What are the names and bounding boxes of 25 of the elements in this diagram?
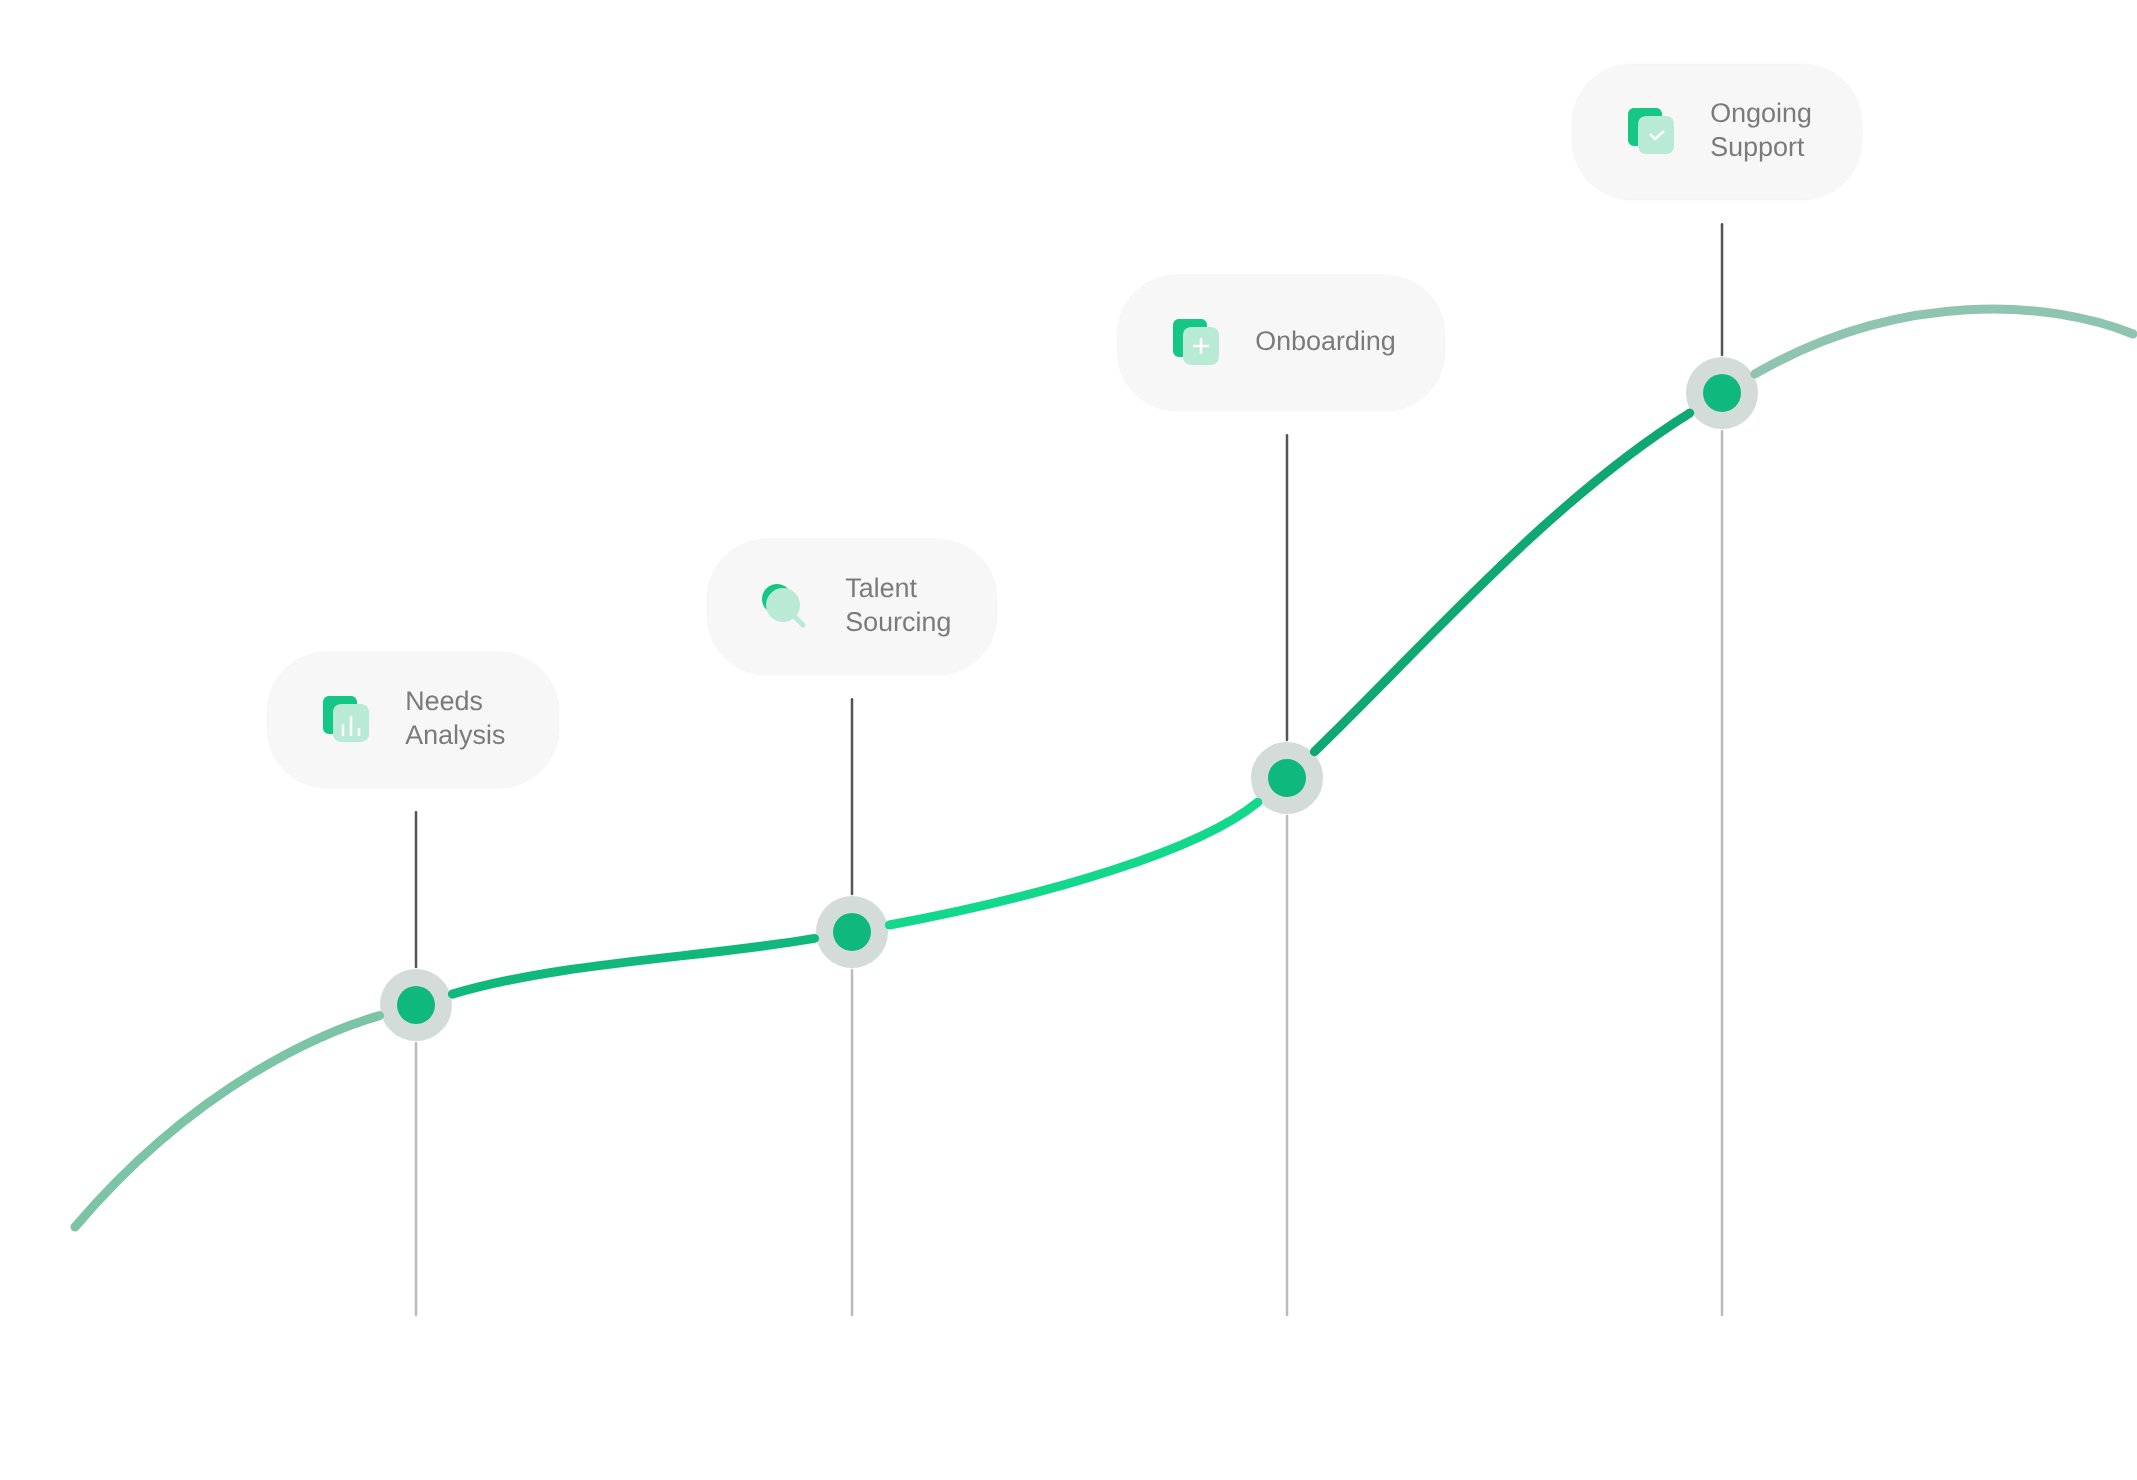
milestone-dot <box>814 894 890 970</box>
connector-line <box>850 968 854 1317</box>
connector-line <box>1720 429 1724 1317</box>
milestone-dot <box>1249 740 1325 816</box>
connector-line <box>1285 814 1289 1317</box>
growth-curve <box>1750 304 2137 379</box>
step-card <box>1116 274 1446 412</box>
connector-line <box>1720 222 1724 357</box>
step-card <box>706 538 998 676</box>
growth-curve <box>1309 408 1695 757</box>
growth-curve <box>447 933 820 999</box>
step-label: Onboarding <box>1256 330 1395 356</box>
step-card <box>1571 63 1863 201</box>
step-label: Needs Analysis <box>405 690 505 750</box>
step-card <box>266 651 560 789</box>
connector-line <box>1285 433 1289 742</box>
growth-curve <box>70 1011 384 1232</box>
connector-line <box>850 697 854 896</box>
step-label: Talent Sourcing <box>845 577 950 637</box>
growth-curve <box>884 797 1263 930</box>
milestone-dot <box>378 967 454 1043</box>
step-label: Ongoing Support <box>1711 102 1811 162</box>
milestone-dot <box>1684 355 1760 431</box>
connector-line <box>414 1041 418 1317</box>
connector-line <box>414 810 418 969</box>
